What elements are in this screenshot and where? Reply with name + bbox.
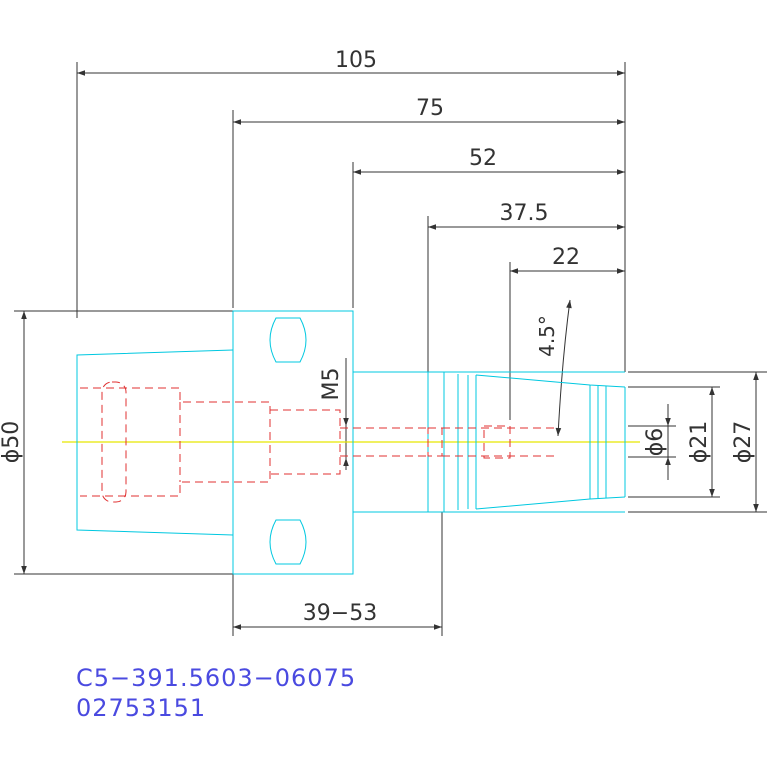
dim-angle: 4.5° (535, 315, 559, 357)
dim-22: 22 (552, 245, 580, 270)
part-code: C5−391.5603−06075 (76, 664, 357, 692)
dim-dia21: ϕ21 (687, 421, 712, 464)
dimension-lines-top (76, 62, 626, 420)
dim-dia6: ϕ6 (643, 428, 668, 457)
dimension-dia50 (14, 310, 233, 575)
dim-range: 39−53 (303, 601, 377, 626)
dim-dia50: ϕ50 (0, 421, 24, 464)
dimension-right-diameters (628, 371, 767, 513)
dim-75: 75 (416, 96, 444, 121)
hidden-lines (80, 381, 556, 503)
part-id: 02753151 (76, 694, 207, 722)
dim-overall-105: 105 (335, 48, 377, 73)
dimension-angle (555, 299, 572, 437)
dim-52: 52 (469, 146, 497, 171)
dim-dia27: ϕ27 (731, 421, 756, 464)
dim-37-5: 37.5 (500, 201, 549, 226)
dimension-range (232, 512, 443, 636)
dim-m5: M5 (319, 368, 344, 401)
